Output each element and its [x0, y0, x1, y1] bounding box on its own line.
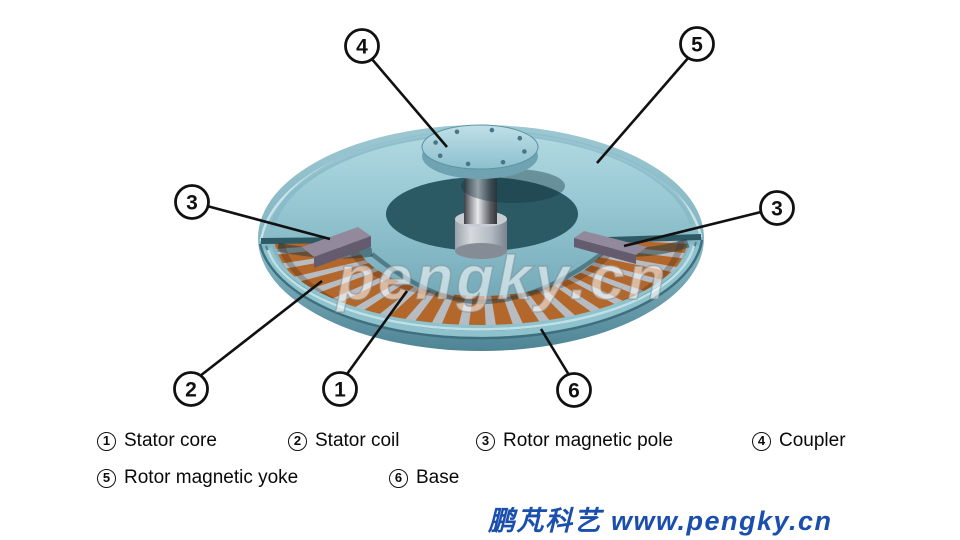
bolt-hole	[517, 135, 523, 141]
callout-3-left: 3	[174, 184, 331, 241]
legend-label: Rotor magnetic pole	[503, 430, 674, 451]
legend-label: Base	[416, 467, 460, 488]
callout-3-left-line	[206, 204, 331, 241]
callout-6: 6	[539, 328, 592, 408]
legend-item-base: 6 Base	[389, 467, 459, 489]
legend-label: Coupler	[779, 430, 846, 451]
legend-item-stator-core: 1 Stator core	[97, 430, 217, 452]
callout-4-circle	[344, 28, 380, 64]
watermark: pengky.cn	[335, 244, 668, 313]
callout-2-circle	[173, 371, 209, 407]
callout-1-line	[345, 290, 409, 375]
base-outer-edge	[258, 239, 704, 340]
callout-3-left-circle	[174, 184, 210, 220]
coil-inner-shadow	[343, 232, 619, 301]
rotor-pole-left	[302, 227, 371, 268]
legend-item-stator-coil: 2 Stator coil	[288, 430, 399, 452]
bolt-hole	[500, 159, 506, 165]
callout-1: 1	[322, 290, 409, 407]
legend-number-badge: 3	[476, 431, 495, 451]
bolt-hole	[437, 153, 443, 159]
bolt-hole	[522, 149, 527, 154]
callout-5-num: 5	[691, 34, 703, 57]
callout-6-circle	[556, 372, 592, 408]
bolt-hole	[489, 127, 495, 133]
callout-4-num: 4	[356, 36, 368, 59]
hub-front-shade	[370, 250, 606, 305]
callout-4-line	[370, 57, 448, 148]
bolt-hole	[465, 161, 471, 167]
base-rim-groove-light	[266, 245, 696, 331]
callout-3-right-circle	[759, 190, 795, 226]
legend-item-rotor-magnetic-yoke: 5 Rotor magnetic yoke	[97, 467, 298, 489]
callout-5: 5	[596, 26, 715, 164]
callout-2-num: 2	[185, 379, 197, 402]
rotor-pole-right-top	[574, 231, 647, 255]
callout-1-num: 1	[334, 379, 346, 402]
callout-3-right: 3	[623, 190, 795, 248]
legend-number-badge: 4	[752, 431, 771, 451]
legend-number-badge: 1	[97, 431, 116, 451]
callout-1-circle	[322, 371, 358, 407]
callout-4: 4	[344, 28, 448, 148]
callout-3-left-num: 3	[186, 192, 198, 215]
legend-number-badge: 5	[97, 468, 116, 488]
legend-label: Stator coil	[315, 430, 400, 451]
coupler-flange	[421, 124, 539, 179]
legend-number-badge: 2	[288, 431, 307, 451]
rotor-pole-right	[574, 231, 647, 264]
callout-5-circle	[679, 26, 715, 62]
legend-item-coupler: 4 Coupler	[752, 430, 846, 452]
legend-label: Rotor magnetic yoke	[124, 467, 299, 488]
callout-5-line	[596, 56, 690, 164]
rotor-pole-left-front	[314, 236, 371, 268]
footer-brand: 鹏芃科艺 www.pengky.cn	[488, 506, 833, 536]
legend-number-badge: 6	[389, 468, 408, 488]
bolt-hole	[454, 129, 460, 135]
legend-item-rotor-magnetic-pole: 3 Rotor magnetic pole	[476, 430, 673, 452]
stator-coil-segments	[273, 232, 689, 335]
rotor-pole-left-top	[302, 227, 371, 257]
bolt-hole	[433, 140, 438, 145]
callout-2: 2	[173, 279, 323, 407]
callout-3-right-line	[623, 210, 762, 248]
rotor-pole-right-front	[574, 238, 636, 264]
stator-coil-ring	[273, 232, 689, 335]
legend-label: Stator core	[124, 430, 217, 451]
callout-6-num: 6	[568, 380, 580, 403]
callout-2-line	[199, 279, 323, 378]
flange-top	[421, 124, 539, 170]
callout-6-line	[539, 328, 571, 376]
callout-3-right-num: 3	[771, 198, 783, 221]
